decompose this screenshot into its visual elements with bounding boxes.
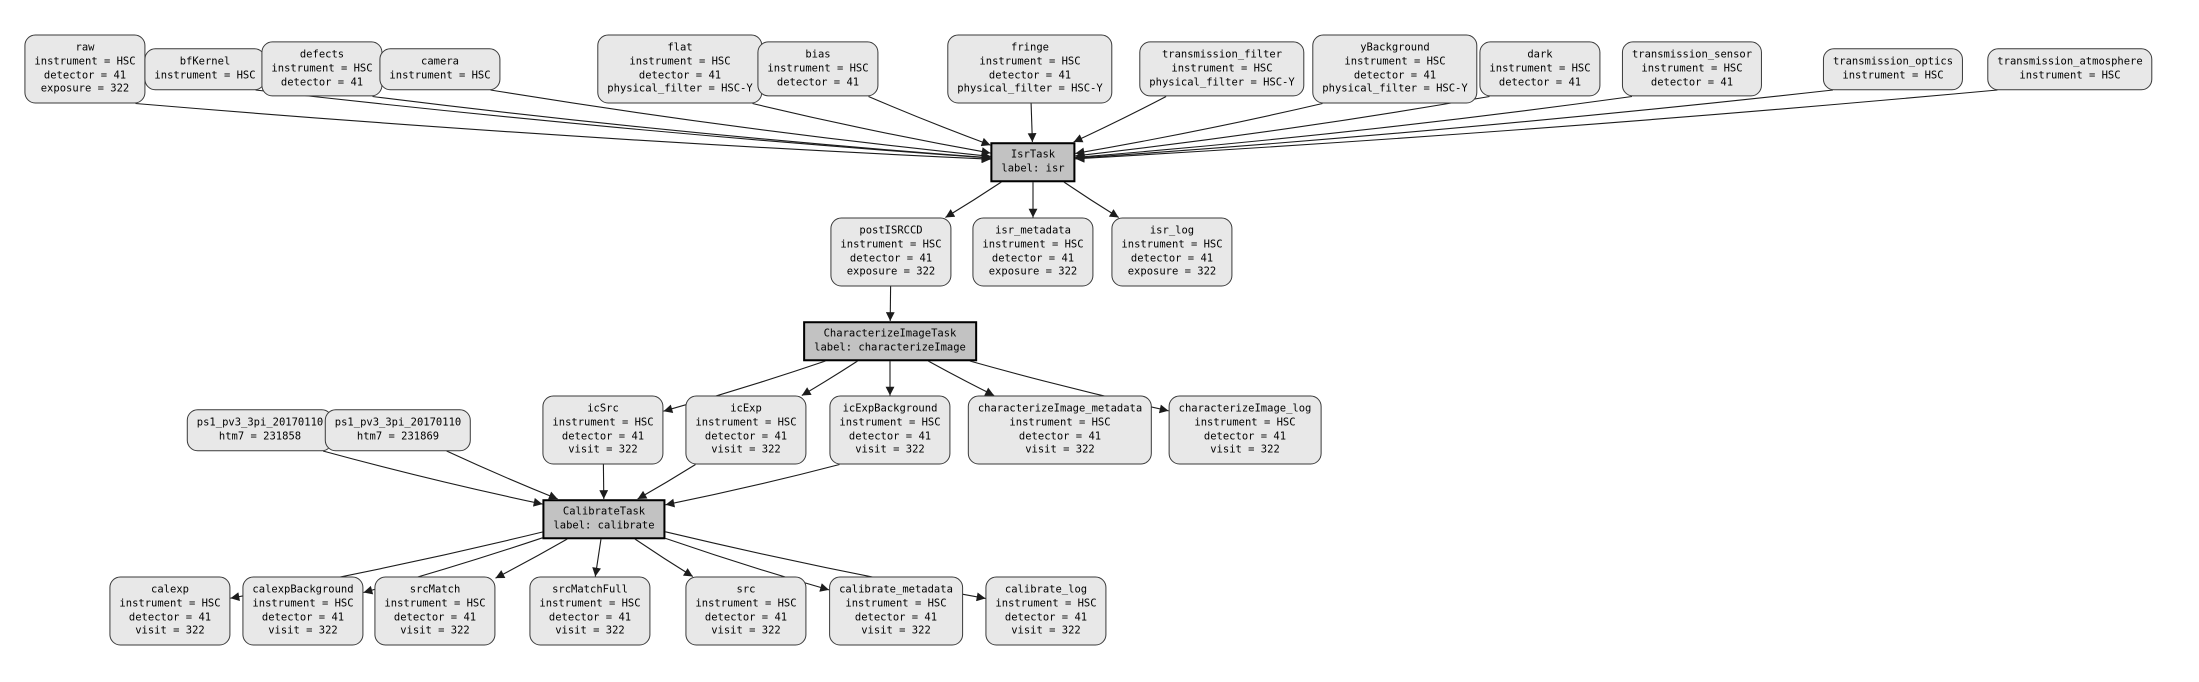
dataset-node-yBackground: yBackground instrument = HSC detector = … [1312, 34, 1478, 104]
dataset-node-raw: raw instrument = HSC detector = 41 expos… [24, 34, 146, 104]
edge-icExp-to-calibrate_task [637, 464, 696, 500]
dataset-node-ps1_htm7_231869: ps1_pv3_3pi_20170110 htm7 = 231869 [324, 409, 472, 451]
edge-bias-to-isr_task [868, 95, 991, 147]
dataset-node-fringe: fringe instrument = HSC detector = 41 ph… [947, 34, 1113, 104]
edge-fringe-to-isr_task [1027, 103, 1037, 143]
task-node-isr_task: IsrTask label: isr [990, 142, 1076, 182]
dataset-node-icExpBackground: icExpBackground instrument = HSC detecto… [829, 395, 951, 465]
dataset-node-transmission_optics: transmission_optics instrument = HSC [1822, 48, 1964, 90]
edge-calibrate_task-to-srcMatch [495, 538, 568, 579]
task-node-calibrate_task: CalibrateTask label: calibrate [542, 499, 666, 539]
dataset-node-src: src instrument = HSC detector = 41 visit… [685, 576, 807, 646]
edge-calibrate_task-to-srcMatchFull [592, 538, 602, 577]
edge-ps1_htm7_231869-to-calibrate_task [446, 450, 558, 500]
dataset-node-icExp: icExp instrument = HSC detector = 41 vis… [685, 395, 807, 465]
edge-characterizeImage_task-to-icExp [801, 360, 858, 396]
edge-raw-to-isr_task [135, 102, 991, 164]
edge-ps1_htm7_231858-to-calibrate_task [322, 450, 543, 507]
edge-transmission_atmosphere-to-isr_task [1075, 89, 1998, 163]
edge-transmission_sensor-to-isr_task [1075, 95, 1633, 162]
dataset-node-postISRCCD: postISRCCD instrument = HSC detector = 4… [830, 217, 952, 287]
dataset-node-calexp: calexp instrument = HSC detector = 41 vi… [109, 576, 231, 646]
dataset-node-characterizeImage_metadata: characterizeImage_metadata instrument = … [967, 395, 1153, 465]
dataset-node-bias: bias instrument = HSC detector = 41 [757, 41, 879, 97]
dataset-node-bfKernel: bfKernel instrument = HSC [144, 48, 266, 90]
dataset-node-transmission_atmosphere: transmission_atmosphere instrument = HSC [1987, 48, 2153, 90]
dataset-node-camera: camera instrument = HSC [379, 48, 501, 90]
edge-flat-to-isr_task [752, 102, 991, 156]
edge-icExpBackground-to-calibrate_task [665, 463, 840, 508]
edge-characterizeImage_task-to-characterizeImage_metadata [927, 360, 995, 396]
dataset-node-isr_metadata: isr_metadata instrument = HSC detector =… [972, 217, 1094, 287]
edge-isr_task-to-isr_log [1063, 181, 1119, 218]
dataset-node-flat: flat instrument = HSC detector = 41 phys… [597, 34, 763, 104]
edge-dark-to-isr_task [1075, 95, 1490, 160]
dataset-node-srcMatchFull: srcMatchFull instrument = HSC detector =… [529, 576, 651, 646]
dataset-node-icSrc: icSrc instrument = HSC detector = 41 vis… [542, 395, 664, 465]
dataset-node-ps1_htm7_231858: ps1_pv3_3pi_20170110 htm7 = 231858 [186, 409, 334, 451]
dataset-node-defects: defects instrument = HSC detector = 41 [261, 41, 383, 97]
edge-yBackground-to-isr_task [1075, 102, 1323, 157]
dataset-node-characterizeImage_log: characterizeImage_log instrument = HSC d… [1168, 395, 1322, 465]
dataset-node-dark: dark instrument = HSC detector = 41 [1479, 41, 1601, 97]
task-node-characterizeImage_task: CharacterizeImageTask label: characteriz… [803, 321, 977, 361]
dataset-node-calexpBackground: calexpBackground instrument = HSC detect… [242, 576, 364, 646]
dataset-node-calibrate_metadata: calibrate_metadata instrument = HSC dete… [829, 576, 963, 646]
edge-calibrate_task-to-src [634, 538, 694, 577]
dataset-node-transmission_filter: transmission_filter instrument = HSC phy… [1139, 41, 1305, 97]
edge-defects-to-isr_task [372, 95, 991, 162]
dataset-node-calibrate_log: calibrate_log instrument = HSC detector … [985, 576, 1107, 646]
dataset-node-transmission_sensor: transmission_sensor instrument = HSC det… [1621, 41, 1763, 97]
edge-isr_task-to-postISRCCD [945, 181, 1002, 218]
dataset-node-srcMatch: srcMatch instrument = HSC detector = 41 … [374, 576, 496, 646]
dataset-node-isr_log: isr_log instrument = HSC detector = 41 e… [1111, 217, 1233, 287]
